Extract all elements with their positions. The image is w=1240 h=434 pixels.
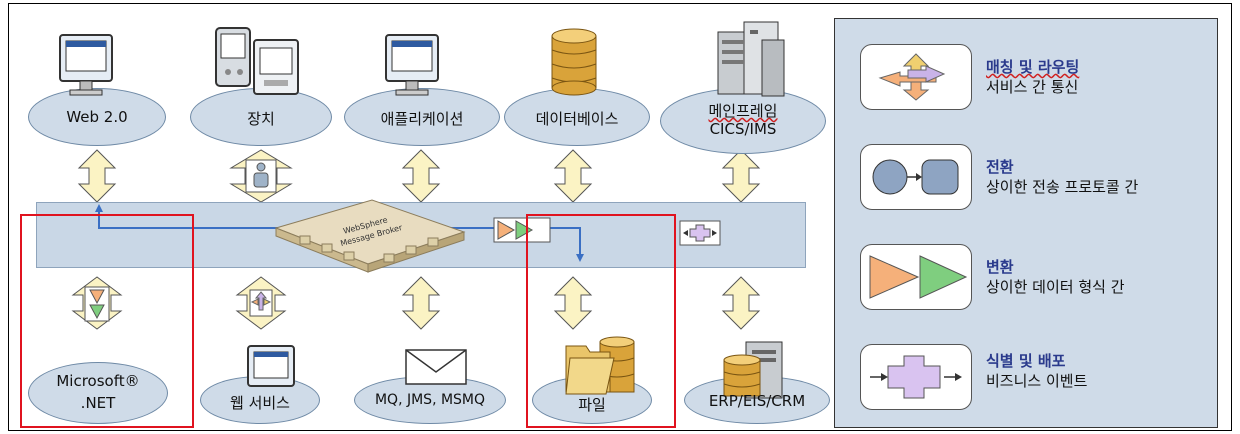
envelope-icon xyxy=(405,349,467,385)
node-mainframe-label-1: 메인프레임 xyxy=(708,102,778,120)
node-dotnet-label-2: .NET xyxy=(80,394,116,412)
route-mini-icon xyxy=(254,291,268,311)
transform-icon xyxy=(89,289,105,305)
monitor-icon xyxy=(59,34,113,96)
person-icon xyxy=(256,162,266,172)
node-database-label: 데이터베이스 xyxy=(535,110,619,128)
node-mainframe-label: 메인프레임 xyxy=(660,100,826,121)
database-icon xyxy=(551,28,597,96)
node-device-label: 장치 xyxy=(247,110,275,128)
node-dotnet xyxy=(28,362,168,424)
node-file-label: 파일 xyxy=(578,396,606,414)
node-device xyxy=(190,88,332,146)
monitor-icon xyxy=(247,345,295,387)
node-dotnet-label-1: Microsoft® xyxy=(56,372,140,390)
triangles-icon xyxy=(869,255,968,299)
legend-title-conversion: 전환 xyxy=(986,158,1014,176)
legend-desc-distribute: 비즈니스 이벤트 xyxy=(986,372,1088,390)
legend-desc-routing: 서비스 간 통신 xyxy=(986,78,1079,96)
pda-device-icon xyxy=(215,27,299,95)
node-mainframe xyxy=(660,88,826,154)
circle-square-icon xyxy=(872,159,959,195)
node-mq-label: MQ, JMS, MSMQ xyxy=(374,392,486,408)
monitor-icon xyxy=(385,34,439,96)
legend-desc-transform: 상이한 데이터 형식 간 xyxy=(986,278,1125,296)
mainframe-server-icon xyxy=(717,21,785,97)
node-erp-label: ERP/EIS/CRM xyxy=(708,392,806,410)
node-application xyxy=(344,88,500,146)
folder-icon xyxy=(565,336,635,395)
highlight-box-file xyxy=(526,214,676,428)
diagram-frame xyxy=(8,3,1232,431)
legend-title-routing: 매칭 및 라우팅 xyxy=(986,56,1079,77)
route-arrows-icon xyxy=(878,53,946,101)
node-mainframe-label-2: CICS/IMS xyxy=(709,120,777,138)
legend-title-routing-text: 매칭 및 라우팅 xyxy=(986,58,1080,76)
server-database-icon xyxy=(723,341,783,399)
legend-title-distribute: 식별 및 배포 xyxy=(986,352,1066,370)
highlight-box-dotnet xyxy=(20,214,194,428)
node-application-label: 애플리케이션 xyxy=(380,110,464,128)
node-web-service-label: 웹 서비스 xyxy=(230,394,290,412)
node-web20-label: Web 2.0 xyxy=(66,108,128,126)
cross-arrows-icon xyxy=(870,355,962,399)
legend-title-transform: 변환 xyxy=(986,258,1014,276)
legend-desc-conversion: 상이한 전송 프로토콜 간 xyxy=(986,178,1139,196)
message-bus xyxy=(36,202,806,268)
node-web20 xyxy=(28,88,166,146)
